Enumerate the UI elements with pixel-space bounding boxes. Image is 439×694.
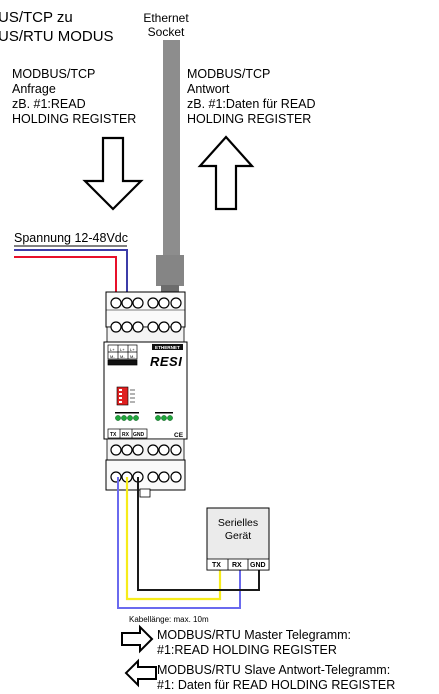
device-port-gnd: GND <box>250 562 266 569</box>
diagram-title: US/TCP zu US/RTU MODUS <box>0 9 114 47</box>
svg-text:L+: L+ <box>120 347 125 352</box>
response-line-1: MODBUS/TCP <box>187 67 271 81</box>
module-header-text: ETHERNET <box>155 345 180 350</box>
svg-text:M-: M- <box>120 354 125 359</box>
legend-master: MODBUS/RTU Master Telegramm: #1:READ HOL… <box>157 628 351 658</box>
title-line-1: US/TCP zu <box>0 9 73 26</box>
ethernet-label-line-2: Socket <box>147 25 185 40</box>
cable-length-note: Kabellänge: max. 10m <box>129 615 209 624</box>
legend-slave-arrow-left-icon <box>124 658 157 688</box>
top-terminals <box>110 297 182 333</box>
title-line-2: US/RTU MODUS <box>0 27 114 45</box>
legend-slave-line-1: MODBUS/RTU Slave Antwort-Telegramm: <box>157 663 391 677</box>
module-port-rx: RX <box>122 432 130 438</box>
response-line-2: Antwort <box>187 82 230 96</box>
din-clip <box>139 488 151 498</box>
svg-text:L+: L+ <box>130 347 135 352</box>
rx-wire <box>125 477 222 601</box>
legend-master-line-2: #1:READ HOLDING REGISTER <box>157 643 337 657</box>
power-positive-wire <box>14 256 117 305</box>
response-line-3: zB. #1:Daten für READ <box>187 97 316 111</box>
response-arrow-up-icon <box>197 135 255 211</box>
legend-slave-line-2: #1: Daten für READ HOLDING REGISTER <box>157 678 396 692</box>
serial-device: TX RX GND <box>206 507 270 571</box>
device-port-tx: TX <box>212 562 221 569</box>
request-description: MODBUS/TCP Anfrage zB. #1:READ HOLDING R… <box>12 67 136 127</box>
ethernet-label-line-1: Ethernet <box>143 11 189 25</box>
device-port-rx: RX <box>232 562 242 569</box>
module-header-bar <box>152 344 183 350</box>
response-description: MODBUS/TCP Antwort zB. #1:Daten für READ… <box>187 67 316 127</box>
module-label-table <box>107 344 138 366</box>
request-line-2: Anfrage <box>12 82 56 96</box>
module-port-labels <box>107 428 148 439</box>
svg-text:M-: M- <box>110 354 115 359</box>
status-leds-left <box>115 415 139 421</box>
gnd-wire <box>137 477 260 591</box>
din-module: L+ L+ L+ M- M- M- ETHERNET RESI TX RX GND <box>103 291 188 498</box>
ethernet-cable <box>156 40 184 292</box>
response-line-4: HOLDING REGISTER <box>187 112 312 126</box>
svg-text:M-: M- <box>130 354 135 359</box>
legend-master-line-1: MODBUS/RTU Master Telegramm: <box>157 628 352 642</box>
device-name-line-2: Gerät <box>224 530 252 543</box>
ethernet-socket-label: Ethernet Socket <box>137 11 195 40</box>
device-name-line-1: Serielles <box>217 517 259 529</box>
svg-text:L+: L+ <box>110 347 115 352</box>
status-leds-right <box>155 415 173 421</box>
request-line-3: zB. #1:READ <box>12 97 86 111</box>
module-port-tx: TX <box>110 432 117 438</box>
supply-voltage-label: Spannung 12-48Vdc <box>14 231 128 245</box>
request-line-1: MODBUS/TCP <box>12 67 96 81</box>
module-brand-logo: RESI <box>150 354 182 369</box>
dip-switch <box>116 386 129 406</box>
request-arrow-down-icon <box>82 136 144 211</box>
legend-master-arrow-right-icon <box>121 624 154 654</box>
module-port-gnd: GND <box>133 432 145 438</box>
request-line-4: HOLDING REGISTER <box>12 112 137 126</box>
ce-mark: CE <box>174 432 184 439</box>
serial-device-label: Serielles Gerät <box>207 517 269 543</box>
